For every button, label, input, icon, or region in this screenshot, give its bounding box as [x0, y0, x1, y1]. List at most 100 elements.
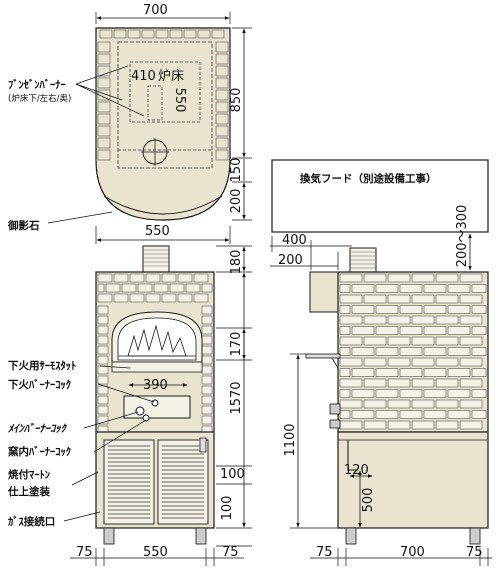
brick [339, 420, 363, 430]
brick [169, 29, 183, 39]
brick [155, 29, 169, 39]
brick [471, 305, 487, 314]
brick [447, 410, 471, 419]
dim-side-offset-200: 200 [278, 253, 303, 268]
brick [339, 378, 363, 388]
brick [351, 410, 375, 419]
brick [339, 315, 363, 325]
flame-icon [127, 324, 187, 357]
brick [351, 368, 375, 377]
brick [471, 389, 487, 398]
label-baked-finish-2: 仕上塗装 [7, 485, 50, 498]
hearth-outline [117, 41, 213, 169]
brick [423, 347, 447, 356]
dim-front-width: 550 [143, 545, 168, 560]
brick [399, 410, 423, 419]
label-main-burner-cock: ﾒｲﾝﾊﾞｰﾅｰｺｯｸ [8, 422, 67, 435]
brick [375, 284, 399, 293]
brick [423, 326, 447, 335]
brick [411, 336, 435, 346]
brick [97, 355, 109, 365]
brick [471, 284, 487, 293]
label-gas-inlet: ｶﾞｽ接続口 [8, 515, 55, 528]
brick [447, 284, 471, 293]
brick [161, 293, 177, 303]
dim-chimney-top: 180 [229, 250, 244, 275]
brick [387, 399, 411, 409]
dim-side-left-margin: 75 [316, 545, 333, 560]
brick [105, 283, 121, 293]
brick [459, 378, 483, 388]
brick [193, 273, 209, 283]
brick [363, 315, 387, 325]
brick [411, 294, 435, 304]
brick [435, 315, 459, 325]
brick [339, 347, 351, 356]
brick [411, 399, 435, 409]
dim-rear-strip: 150 [229, 158, 244, 183]
brick [169, 283, 185, 293]
brick [423, 305, 447, 314]
brick [411, 315, 435, 325]
brick [97, 365, 109, 375]
brick [97, 305, 109, 315]
brick [97, 77, 111, 89]
brick [215, 53, 229, 65]
louvers [108, 445, 204, 519]
label-lower-thermostat: 下火用ｻｰﾓｽﾀｯﾄ [8, 359, 76, 372]
label-hearth: 炉床 [158, 69, 184, 84]
dim-side-offset-400: 400 [282, 233, 307, 248]
brick [423, 410, 447, 419]
leg-right [195, 527, 207, 545]
brick [215, 125, 229, 137]
label-lower-burner-cock: 下火ﾊﾞｰﾅｰｺｯｸ [8, 378, 71, 391]
brick [127, 29, 141, 39]
brick [471, 326, 487, 335]
brick [351, 284, 375, 293]
label-kiln-burner-cock: 窯内ﾊﾞｰﾅｰｺｯｸ [8, 445, 71, 458]
brick [97, 395, 109, 405]
top-view-body [95, 27, 231, 221]
knob-kiln [142, 414, 150, 422]
side-chimney [349, 247, 377, 275]
dim-front-left-margin: 75 [76, 545, 93, 560]
brick [97, 101, 111, 113]
brick [459, 336, 483, 346]
side-view: 換気フード（別途設備工事） [271, 159, 489, 545]
brick [201, 283, 213, 293]
brick [387, 315, 411, 325]
brick [153, 283, 169, 293]
dim-hearth-depth: 410 [131, 69, 156, 84]
brick [411, 378, 435, 388]
brick [339, 284, 351, 293]
brick [459, 315, 483, 325]
brick [435, 273, 459, 283]
side-shelf [305, 353, 341, 359]
brick [435, 378, 459, 388]
brick [471, 368, 487, 377]
top-view [95, 27, 231, 221]
dim-base-width: 550 [145, 224, 170, 239]
dim-front-right-margin: 75 [222, 545, 239, 560]
control-panel [123, 395, 191, 419]
ventilation-hood [271, 159, 489, 233]
brick [201, 355, 213, 365]
brick [363, 399, 387, 409]
top-view-bricks [97, 29, 229, 161]
brick [399, 368, 423, 377]
brick [97, 335, 109, 345]
brick [339, 368, 351, 377]
dim-foot-height: 100 [220, 496, 235, 521]
brick [411, 420, 435, 430]
label-bunsen-burner-sub: (炉床下/左右/奥) [8, 93, 71, 104]
brick [435, 336, 459, 346]
brick [177, 293, 193, 303]
brick [459, 357, 483, 367]
brick [215, 137, 229, 149]
label-bunsen-burner: ﾌﾞﾝｾﾞﾝﾊﾞｰﾅｰ [8, 78, 66, 91]
label-hood: 換気フード（別途設備工事） [300, 172, 437, 185]
brick [99, 29, 113, 39]
burner-outline [129, 61, 201, 123]
label-baked-finish-1: 焼付ﾏｰﾄﾝ [8, 468, 50, 481]
brick [363, 378, 387, 388]
